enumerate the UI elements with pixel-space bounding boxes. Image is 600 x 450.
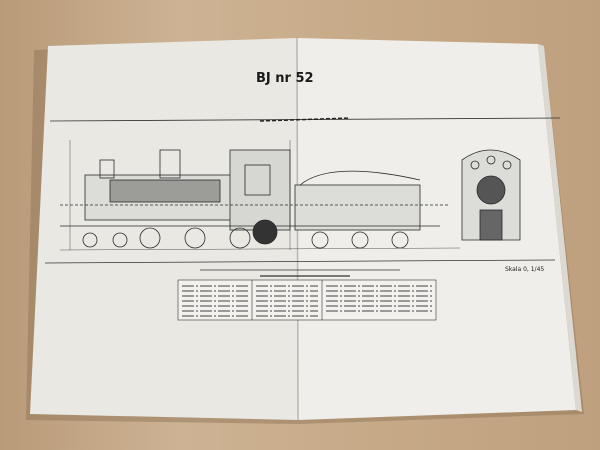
locomotive-side-drawing <box>60 140 450 250</box>
caption-squiggle <box>259 117 351 122</box>
specification-table <box>177 269 437 321</box>
scale-label: Skala 0, 1/45 <box>505 266 544 273</box>
dimension-line <box>59 247 461 251</box>
ground-line <box>44 259 556 264</box>
page-edges <box>538 44 582 412</box>
page-title: BJ nr 52 <box>256 71 314 86</box>
left-page <box>30 38 298 420</box>
right-page <box>297 38 576 420</box>
locomotive-front-drawing <box>461 149 521 241</box>
table-rows <box>182 285 432 317</box>
